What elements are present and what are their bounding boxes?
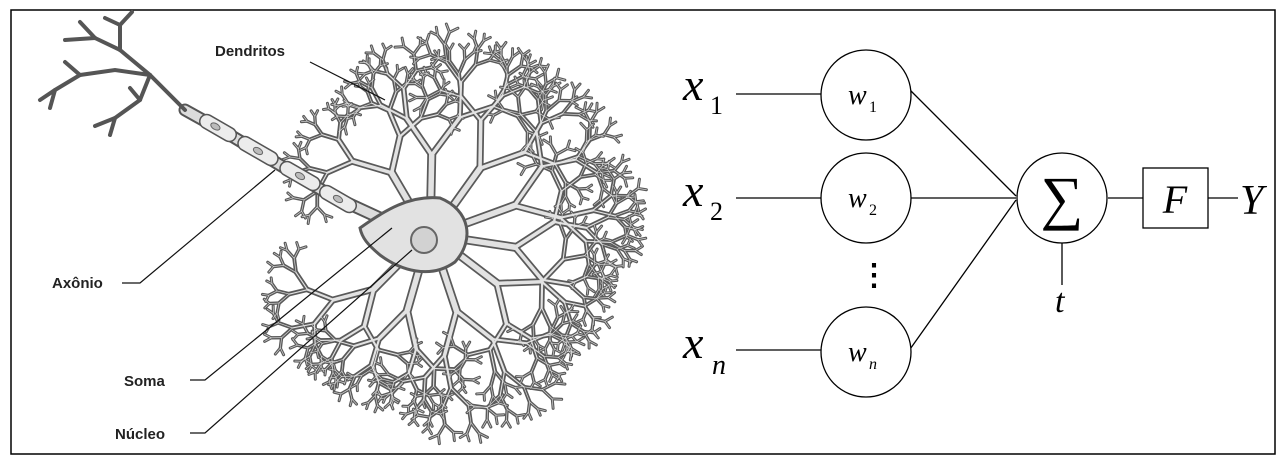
dendrite-core	[262, 23, 647, 444]
input-x2: x 2	[682, 165, 723, 226]
input-lines	[736, 87, 1238, 353]
input-x2-subscript: 2	[710, 197, 723, 226]
perceptron-model: x 1 x 2 x n w 1 w 2 w n ⋮	[682, 49, 1268, 398]
input-xn-symbol: x	[682, 317, 704, 368]
dendrite-tree	[260, 22, 648, 446]
weight-n-subscript: n	[869, 356, 877, 373]
myelin-segment	[198, 113, 238, 143]
input-xn: x n	[682, 317, 726, 381]
input-x1: x 1	[682, 59, 723, 120]
weight-2-symbol: w	[848, 183, 867, 214]
myelin-sheaths	[198, 113, 358, 214]
weight-1-symbol: w	[848, 80, 867, 111]
activation-label: F	[1162, 177, 1188, 222]
myelin-segment	[318, 184, 358, 214]
myelin-segment	[279, 160, 321, 192]
nucleus-circle	[410, 226, 438, 254]
weight-node-2: w 2	[820, 152, 912, 244]
axon-label: Axônio	[52, 275, 103, 292]
myelin-segment	[237, 135, 279, 167]
dendrites-label: Dendritos	[215, 43, 285, 60]
input-x1-subscript: 1	[710, 91, 723, 120]
weight-n-symbol: w	[848, 337, 867, 368]
summation-node: ∑	[1016, 152, 1108, 244]
figure-border	[10, 9, 1276, 455]
threshold-label: t	[1055, 283, 1066, 320]
weight-2-subscript: 2	[869, 202, 877, 219]
axon-terminals	[38, 10, 187, 137]
biological-neuron: Dendritos Axônio Soma Núcleo	[38, 10, 648, 446]
weight-1-subscript: 1	[869, 99, 877, 116]
ellipsis-dots: ⋮	[859, 259, 889, 292]
sum-icon: ∑	[1041, 165, 1084, 231]
input-xn-subscript: n	[712, 350, 726, 381]
weight-node-n: w n	[820, 306, 912, 398]
input-x1-symbol: x	[682, 59, 704, 110]
soma-label: Soma	[124, 373, 166, 390]
activation-function-box: F	[1142, 167, 1209, 229]
leader-lines	[122, 61, 413, 434]
input-x2-symbol: x	[682, 165, 704, 216]
weight-node-1: w 1	[820, 49, 912, 141]
output-label: Y	[1240, 178, 1268, 224]
nucleus-label: Núcleo	[115, 426, 165, 443]
